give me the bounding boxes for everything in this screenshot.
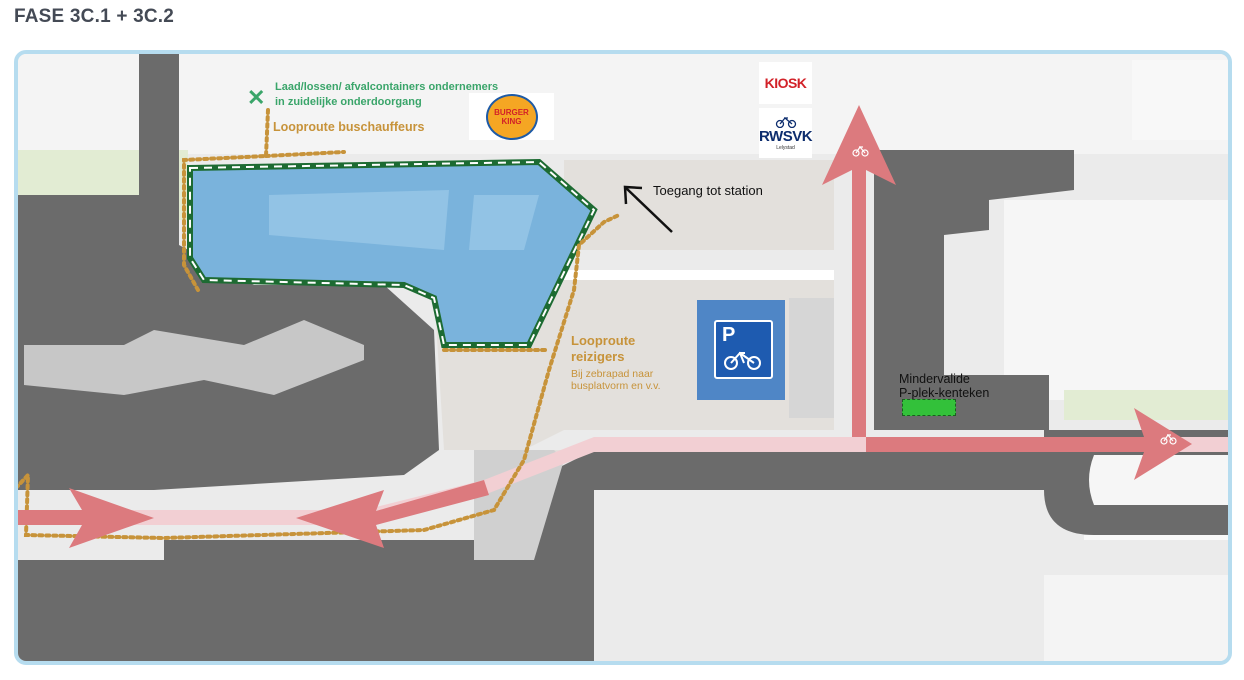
bicycle-icon [1160,433,1177,445]
platform-border-dash [189,160,596,346]
burger-king-logo: BURGER KING [469,93,554,140]
road-east [874,150,1074,430]
burger-king-text-2: KING [501,116,522,126]
bus-island [24,320,364,395]
loading-label: Laad/lossen/ afvalcontainers ondernemers… [275,80,498,110]
bus-platform-shelter-2 [469,195,539,250]
traveller-note-line-1: Bij zebrapad naar [571,368,654,380]
disabled-parking-spot [902,399,956,416]
bus-platform-shelter [269,190,449,250]
road-south [18,450,1054,661]
station-access-arrow [623,185,673,233]
map-frame [14,50,1232,665]
map-canvas [18,54,1228,661]
bicycle-icon [724,351,761,370]
disabled-parking-line-1: Mindervalide [899,372,970,386]
parking-letter: P [722,324,736,346]
green-area-e [1064,390,1228,420]
road-north [18,54,179,245]
driver-route-label: Looproute buschauffeurs [273,120,425,134]
burger-king-icon: BURGER KING [485,93,538,140]
path-strip [564,270,834,280]
bike-arrow-west [18,488,154,548]
traveller-route-label: Looproute reizigers [571,333,635,365]
building-area-north [18,54,1228,154]
building-south-east [1044,575,1228,661]
bicycle-parking-sign: P [697,300,785,400]
bike-arrow-north [822,105,896,437]
station-access-label: Toegang tot station [653,183,763,198]
traveller-route-line-1: Looproute [571,333,636,348]
loading-label-line-2: in zuidelijke onderdoorgang [275,96,422,108]
parking-icon: P [714,320,773,379]
disabled-parking-line-2: P-plek-kenteken [899,386,990,400]
kiosk-text: KIOSK [764,75,807,91]
bicycle-icon [775,116,796,128]
traveller-note: Bij zebrapad naar busplatvorm en v.v. [571,368,660,392]
disabled-parking-label: Mindervalide P-plek-kenteken [899,372,989,400]
driver-route [182,108,270,292]
bike-arrow-east [866,408,1192,480]
road-east-island [1089,455,1228,505]
loading-label-line-1: Laad/lossen/ afvalcontainers ondernemers [275,81,499,93]
rwsvk-text: RWSVK [758,127,813,145]
station-forecourt [564,160,834,250]
building-east [1004,200,1228,400]
bike-racks [789,298,834,418]
page-title: FASE 3C.1 + 3C.2 [14,6,175,27]
rwsvk-subtext: Lelystad [776,144,795,151]
bike-arrow-southwest [296,480,489,548]
bike-arrows [18,105,1192,548]
close-icon: ✕ [247,85,266,110]
driver-route-top [264,150,346,158]
bicycle-icon [852,145,869,157]
traveller-note-line-2: busplatvorm en v.v. [571,380,661,392]
traveller-route-line-2: reizigers [571,349,625,364]
rwsvk-logo: RWSVK Lelystad [758,108,813,158]
building-ne [1132,60,1228,140]
burger-king-text-1: BURGER [494,107,529,117]
kiosk-logo: KIOSK [759,62,812,104]
